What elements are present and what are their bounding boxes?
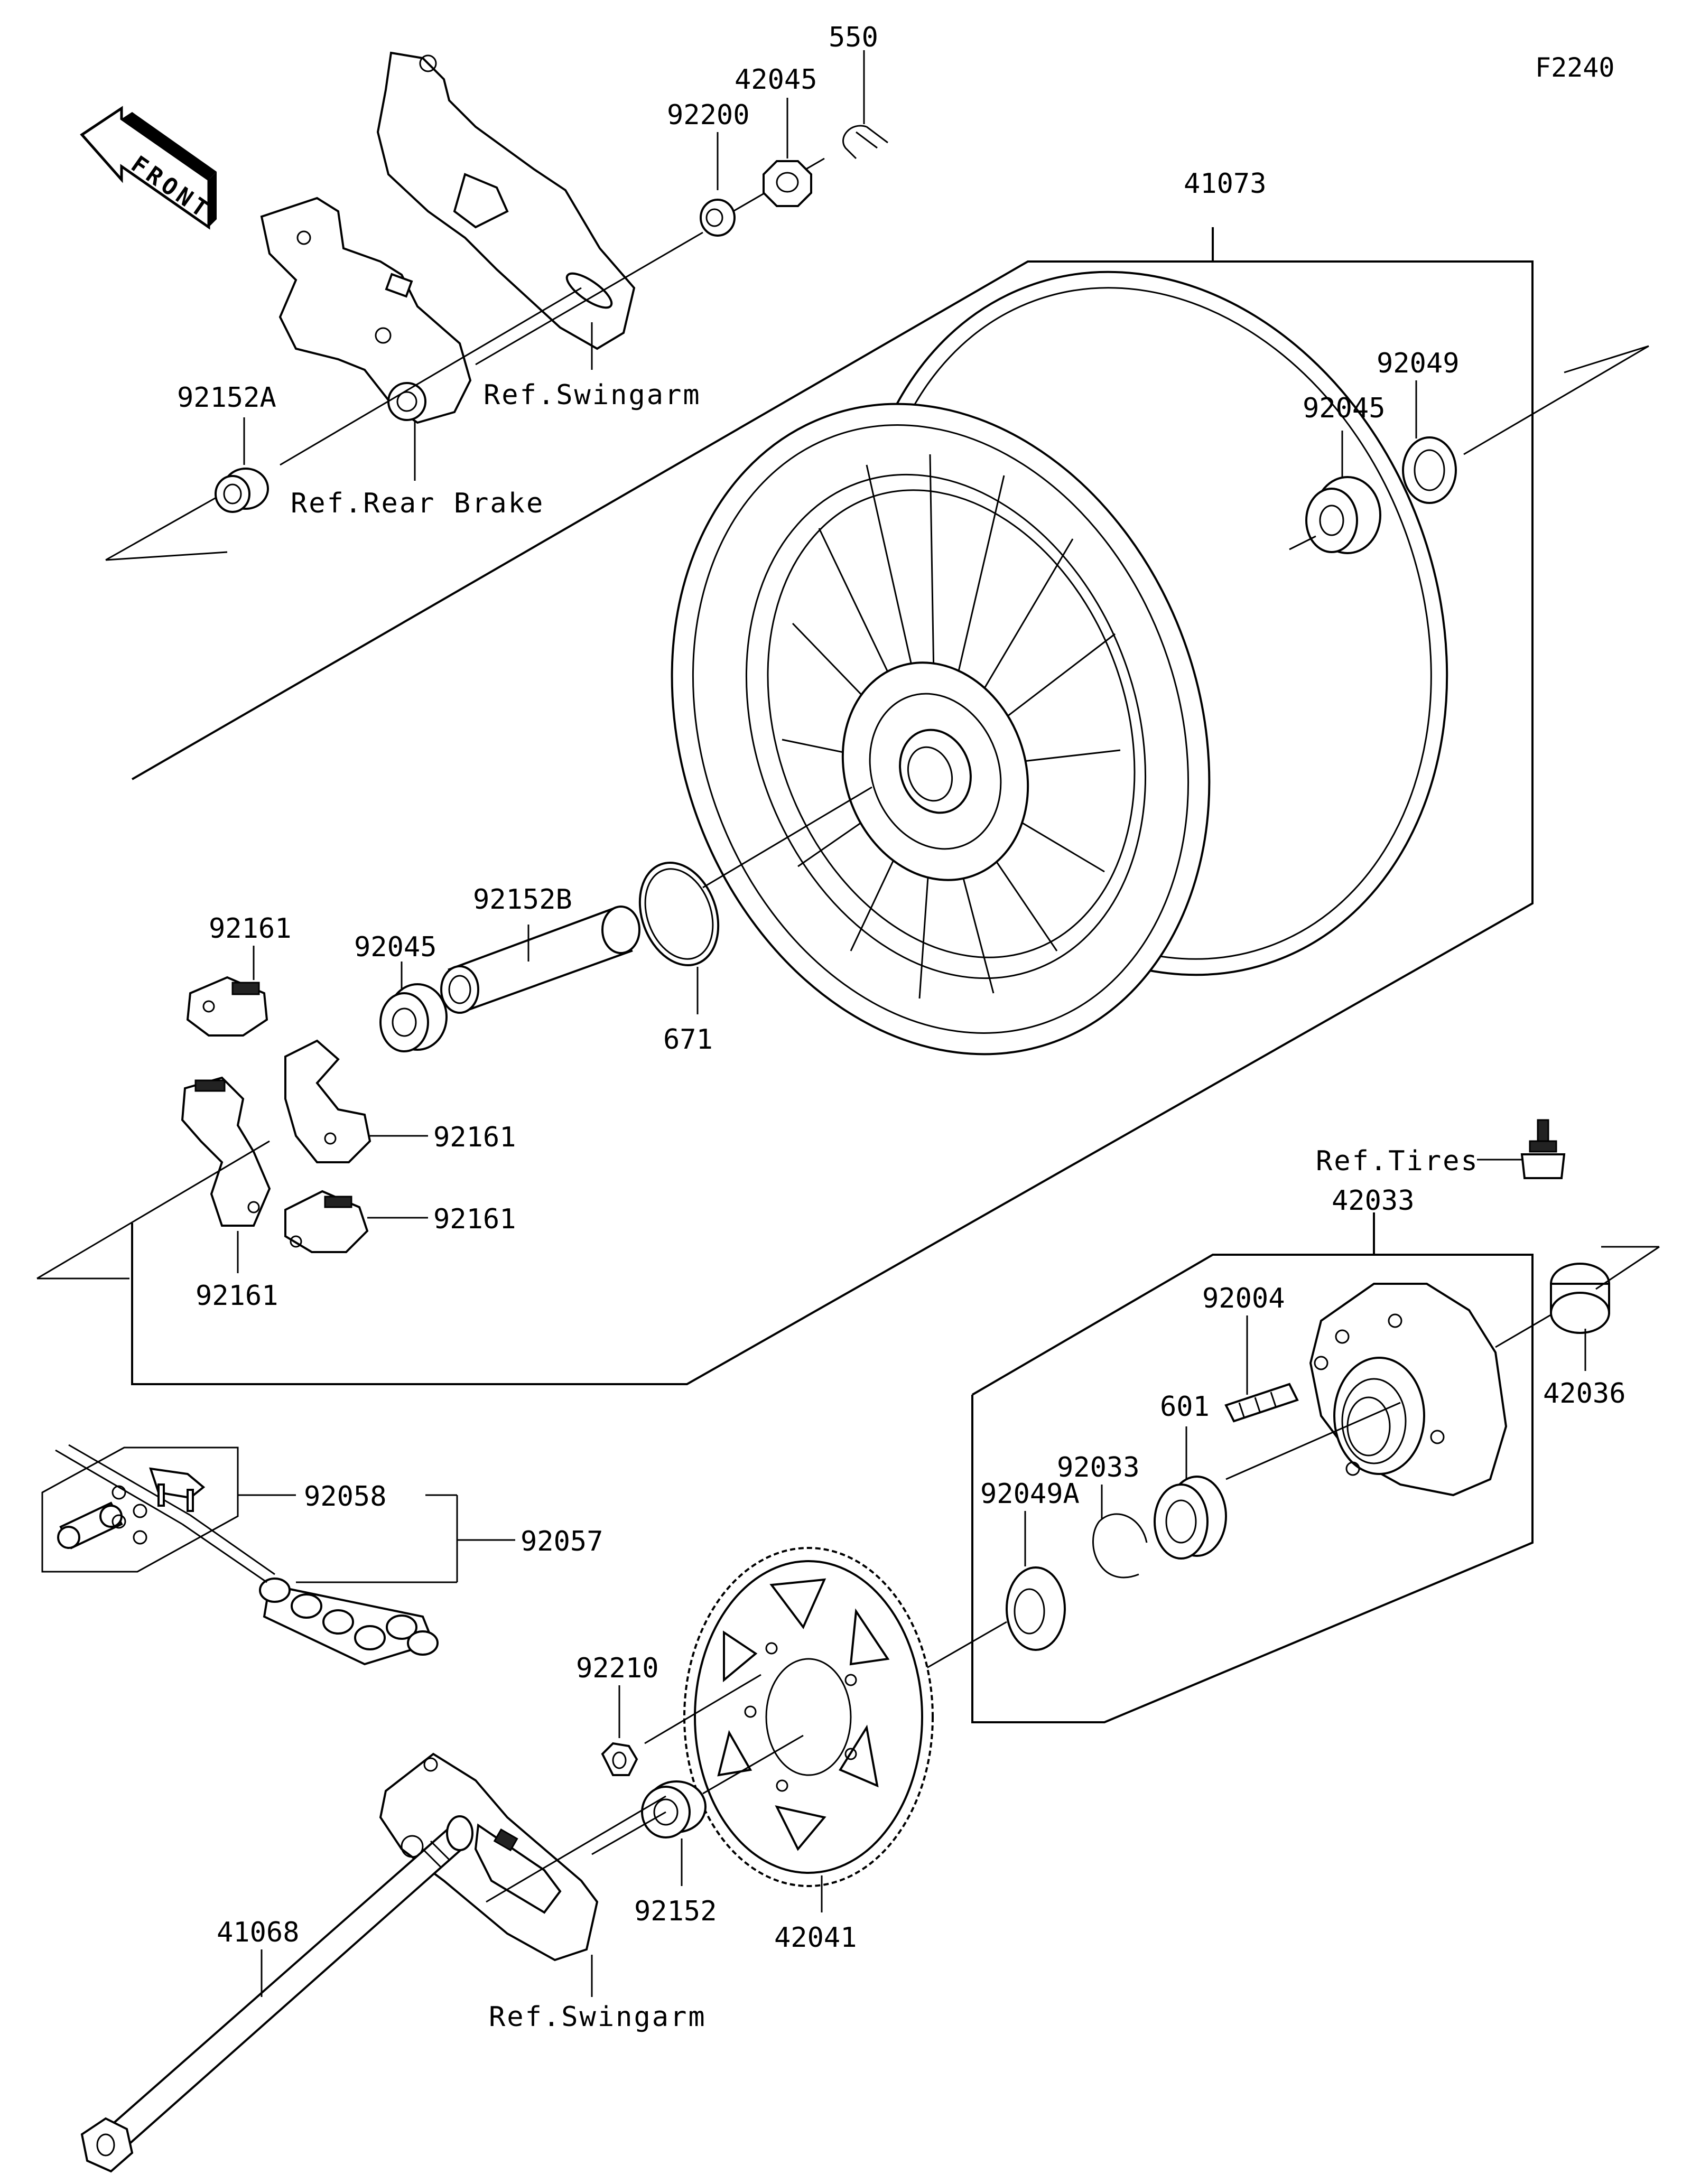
label-92161-b: 92161 [433,1122,516,1153]
label-92161-a: 92161 [209,913,292,945]
label-42045-top: 42045 [735,64,817,96]
label-92152B: 92152B [473,884,572,916]
front-arrow-icon: FRONT [80,106,217,230]
label-92045-right: 92045 [1303,393,1386,424]
wheel-assembly-box [131,227,1534,1385]
label-92152: 92152 [634,1896,717,1927]
washer-92200-shape [700,199,736,237]
ref-swingarm-top: Ref.Swingarm [484,379,701,411]
rear-brake-bracket-shape [260,197,472,424]
label-601: 601 [1160,1391,1210,1423]
label-42036: 42036 [1543,1378,1626,1410]
label-42041: 42041 [774,1922,857,1954]
collar-92152-shape [641,1780,707,1838]
label-671: 671 [663,1024,713,1056]
swingarm-top-shape [376,51,636,350]
seal-92049-shape [1402,436,1457,504]
axle-41068-shape [80,1815,473,2173]
label-42033: 42033 [1332,1185,1415,1217]
label-92049: 92049 [1377,348,1460,379]
label-92210: 92210 [576,1653,659,1684]
seal-92049A-shape [1006,1566,1066,1651]
tire-valve-shape [1520,1119,1566,1179]
master-link-92058-shape [41,1446,239,1573]
stud-92004-shape [1224,1383,1299,1423]
label-92058: 92058 [304,1481,387,1513]
swingarm-bottom-shape [379,1752,599,1962]
dampers-92161-shape [181,976,371,1253]
label-92004: 92004 [1202,1283,1285,1314]
collar-92152B-shape [440,906,640,1014]
label-92200: 92200 [667,99,750,131]
ref-swingarm-bottom: Ref.Swingarm [489,2001,707,2033]
label-41073: 41073 [1184,168,1267,200]
rear-wheel-shape [671,270,1448,1056]
label-92161-d: 92161 [196,1280,278,1312]
label-92045-left: 92045 [354,931,437,963]
label-92161-c: 92161 [433,1203,516,1235]
bearing-601-shape [1154,1476,1227,1560]
bearing-92045-right-shape [1305,476,1381,554]
hub-assembly-box [971,1212,1534,1723]
ref-rear-brake: Ref.Rear Brake [291,488,544,519]
label-92057: 92057 [521,1526,603,1557]
o-ring-671-shape [638,862,720,966]
nut-92210-shape [601,1742,638,1776]
bearing-92045-left-shape [379,983,448,1052]
label-92152A: 92152A [177,382,276,414]
nut-42045-shape [763,160,812,207]
cotter-pin-550-shape [842,125,888,160]
diagram-code: F2240 [1535,52,1615,83]
label-92033: 92033 [1057,1452,1140,1483]
label-550: 550 [829,22,878,53]
sprocket-42041-shape [683,1547,934,1887]
label-92049A: 92049A [980,1478,1080,1510]
collar-92152A-shape [105,468,269,561]
label-41068: 41068 [217,1917,300,1948]
sprocket-hub-shape [1309,1283,1508,1497]
circlip-92033-shape [1092,1513,1148,1579]
drive-chain-92057-shape [55,1444,439,1666]
ref-tires: Ref.Tires [1316,1145,1479,1177]
collar-42036-shape [1550,1263,1610,1334]
